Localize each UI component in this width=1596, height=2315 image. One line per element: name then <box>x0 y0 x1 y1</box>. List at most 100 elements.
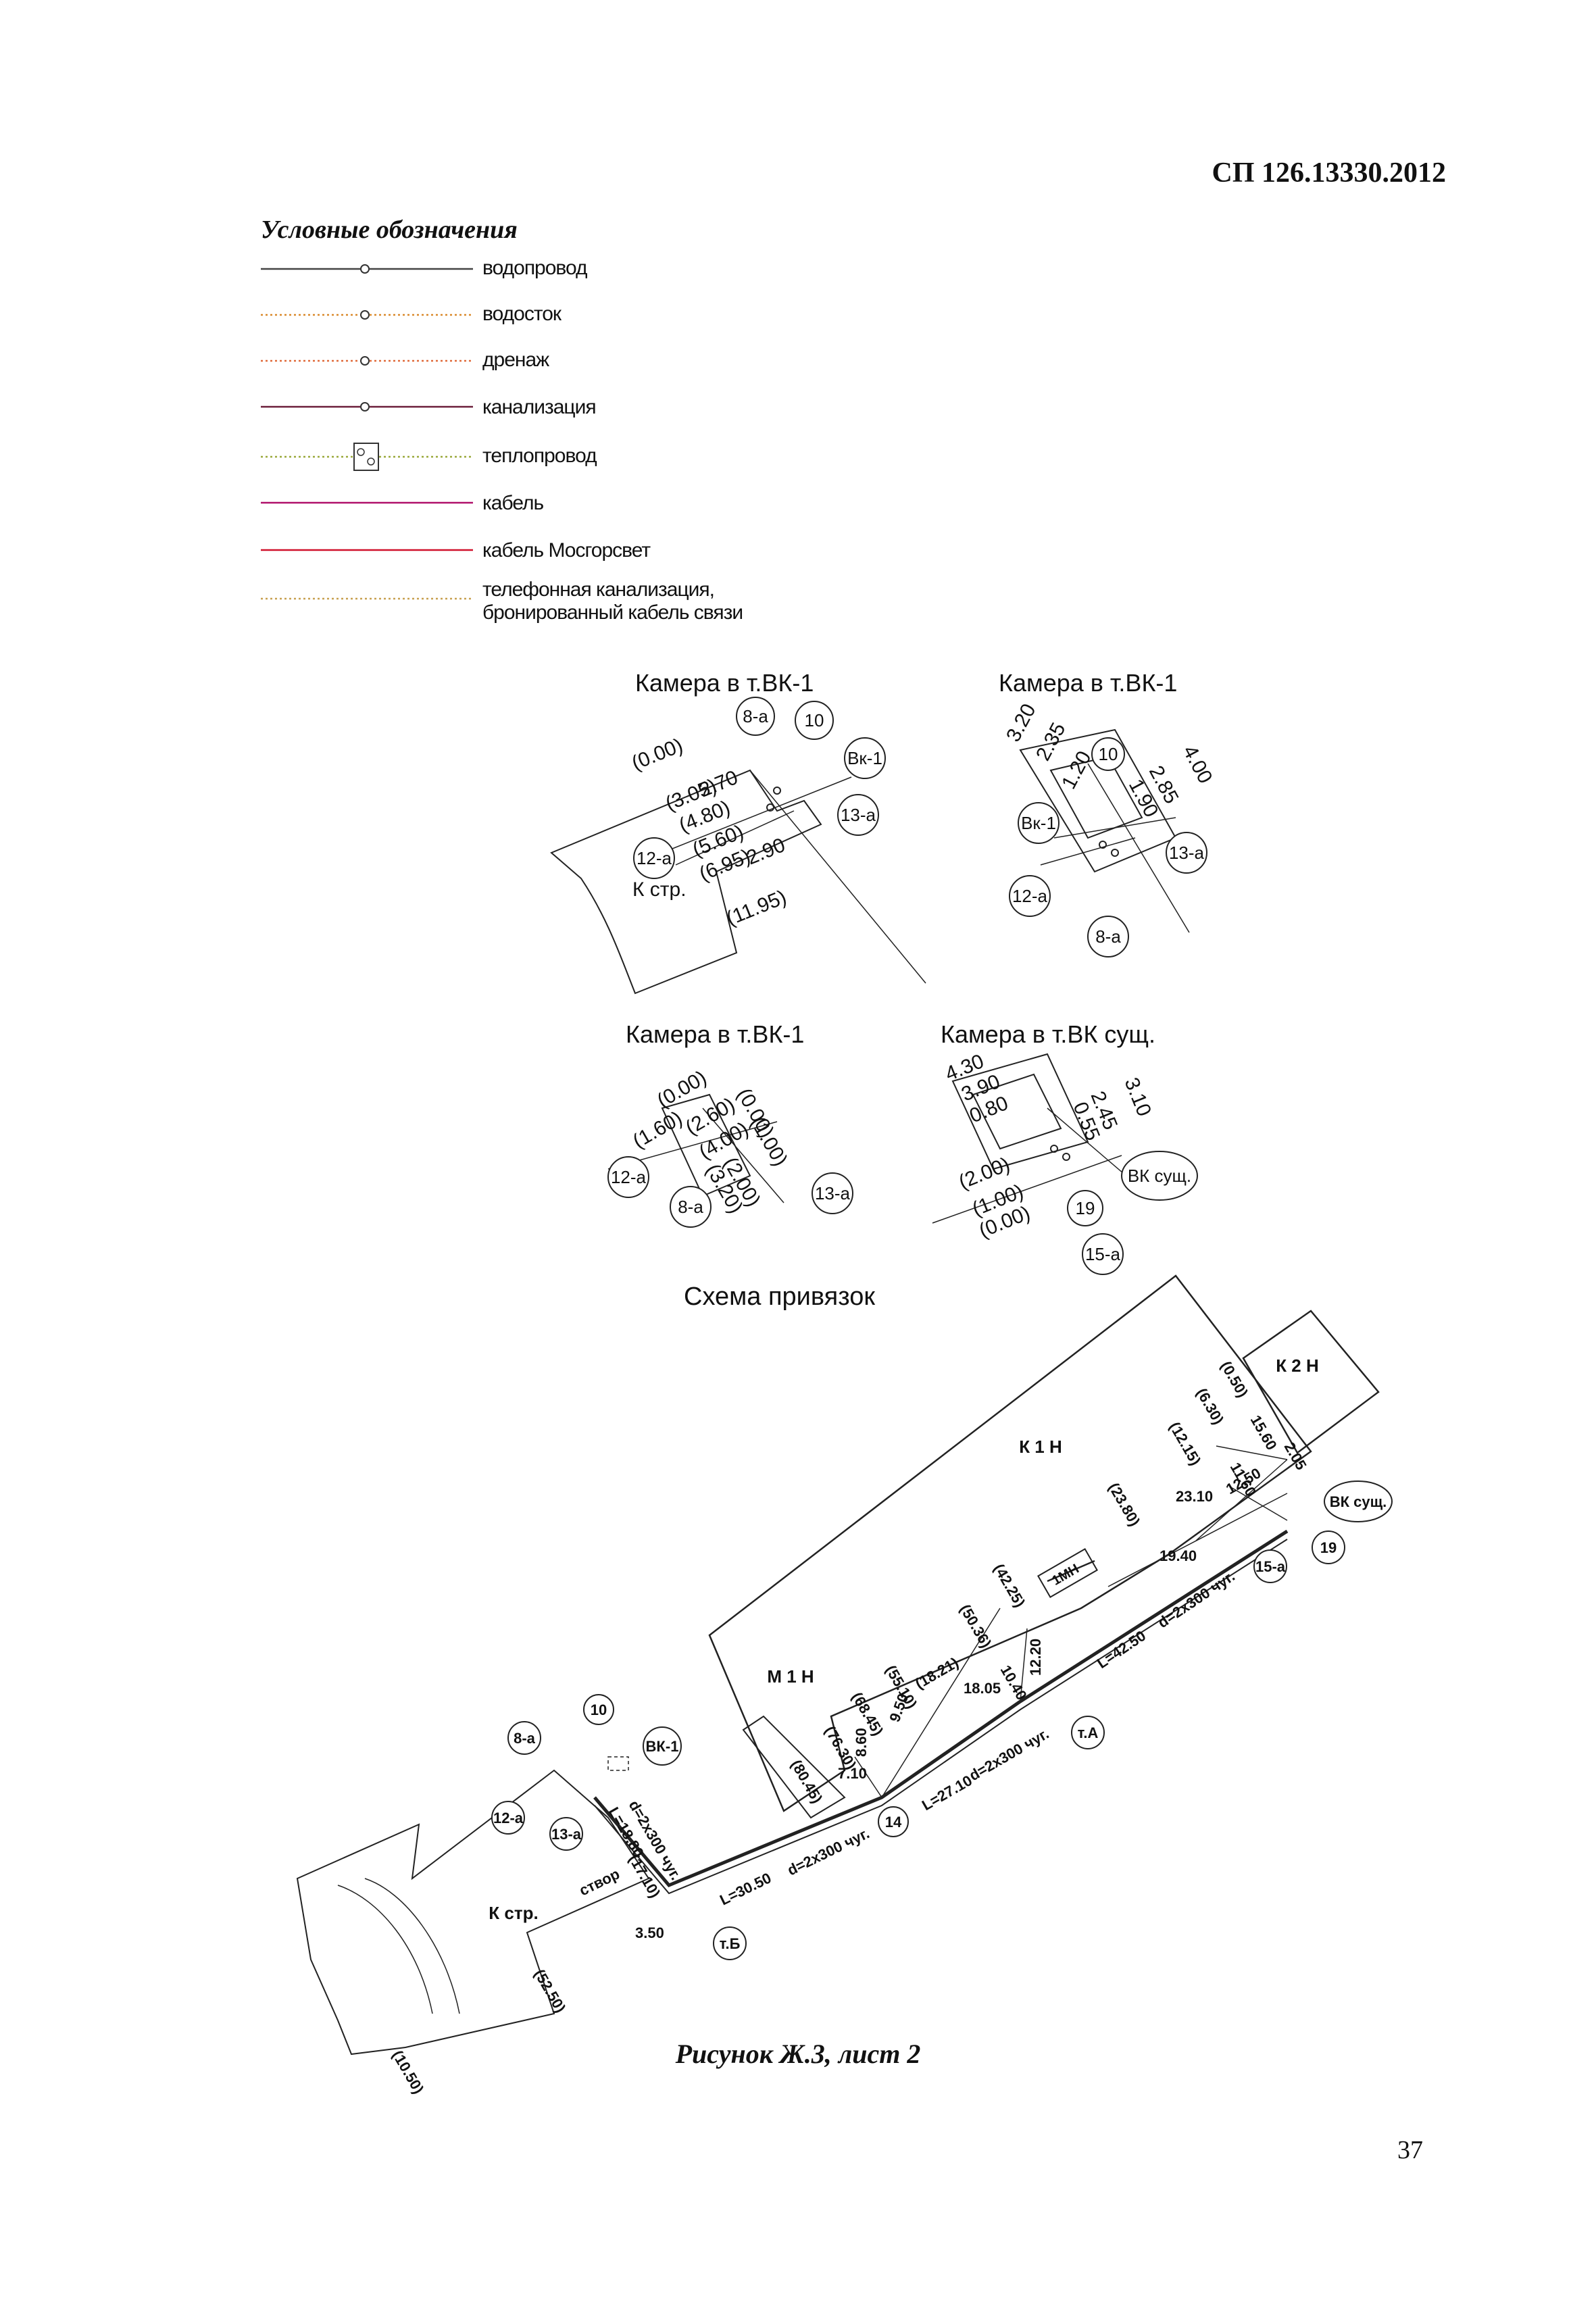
s3-text-0: (0.00) <box>653 1066 710 1112</box>
sketch1-texts: (0.00) (3.05) 2.70 (4.80) (5.60) (6.95) … <box>628 735 789 930</box>
sketch2-drawing <box>1019 728 1190 933</box>
legend-node-circle-1 <box>360 310 370 320</box>
sketch4-markers: ВК сущ. 19 15-а <box>1067 1151 1198 1275</box>
s2-marker-1: Вк-1 <box>1021 813 1056 833</box>
st-v1805: 18.05 <box>964 1680 1001 1697</box>
s3-marker-2: 13-а <box>815 1183 851 1203</box>
sm-marker-tb: т.Б <box>720 1935 741 1952</box>
s2-marker-2: 13-а <box>1169 843 1205 863</box>
sketch3-markers: 12-а 8-а 13-а <box>607 1156 853 1228</box>
page-number: 37 <box>1397 2136 1423 2164</box>
legend-chamber-icon <box>353 443 379 471</box>
s2-marker-4: 8-а <box>1095 926 1121 947</box>
building-k-str <box>296 1769 650 2056</box>
legend-node-circle-2 <box>360 356 370 366</box>
s4-marker-2: 15-а <box>1085 1244 1121 1264</box>
st-v1040: 10.40 <box>997 1662 1030 1703</box>
legend-chamber-pipe-1 <box>367 457 375 466</box>
st-v2310: 23.10 <box>1176 1488 1213 1505</box>
st-v1215: (12.15) <box>1166 1419 1205 1468</box>
legend-node-circle-0 <box>360 264 370 274</box>
s1-text-2: 2.70 <box>696 766 741 801</box>
main-pipe <box>593 1529 1289 1888</box>
sm-marker-12a: 12-а <box>493 1810 524 1826</box>
st-v350: 3.50 <box>635 1924 664 1941</box>
legend-label-sewer: канализация <box>482 396 597 418</box>
sm-marker-14: 14 <box>885 1814 902 1831</box>
st-v1560: 15.60 <box>1247 1412 1280 1453</box>
sm-marker-15a: 15-а <box>1255 1558 1286 1575</box>
s2-text-1: 2.35 <box>1032 719 1070 764</box>
s1-text-0: (0.00) <box>628 735 686 775</box>
legend-label-storm-drain: водосток <box>482 303 562 325</box>
s4-text-5: 3.10 <box>1120 1074 1155 1120</box>
sketch4-title: Камера в т.ВК сущ. <box>941 1020 1156 1048</box>
st-d-14a: d=2х300 чуг. <box>966 1725 1052 1784</box>
legend-label-drainage: дренаж <box>482 349 549 371</box>
building-k2 <box>1242 1310 1380 1454</box>
s1-marker-2: Вк-1 <box>847 748 882 768</box>
st-v2380: (23.80) <box>1105 1480 1144 1529</box>
st-v630: (6.30) <box>1193 1385 1227 1427</box>
st-l-14a: L=27.10 <box>919 1772 975 1814</box>
st-v1821: (18.21) <box>912 1654 962 1693</box>
sm-marker-13a: 13-а <box>551 1826 582 1843</box>
building-label-m1: М 1 Н <box>767 1666 814 1687</box>
legend-node-circle-3 <box>360 402 370 412</box>
st-v860: 8.60 <box>853 1728 870 1757</box>
sketch2-markers: 10 Вк-1 13-а 12-а 8-а <box>1009 737 1207 957</box>
document-code: СП 126.13330.2012 <box>1212 157 1447 189</box>
s2-text-2: 1.20 <box>1057 747 1096 793</box>
legend-label-mosgorsvet-cable: кабель Мосгорсвет <box>482 539 651 562</box>
st-v5250: (52.50) <box>531 1966 570 2016</box>
s2-text-0: 3.20 <box>1002 700 1041 745</box>
legend-label-water-supply: водопровод <box>482 257 588 279</box>
scheme-markers: 10 8-а ВК-1 12-а 13-а 14 т.Б т.А 15-а 19… <box>491 1480 1393 1960</box>
st-v4225: (42.25) <box>991 1561 1029 1610</box>
st-l-b14: L=30.50 <box>717 1869 774 1908</box>
s3-text-1: (1.60) <box>629 1107 686 1153</box>
sketch1-drawing <box>550 769 926 995</box>
legend-label-heat-pipe: теплопровод <box>482 445 597 467</box>
s3-marker-1: 8-а <box>678 1197 703 1217</box>
st-v1940: 19.40 <box>1159 1547 1197 1564</box>
building-label-k1: К 1 Н <box>1019 1437 1062 1457</box>
building-label-k2: К 2 Н <box>1276 1355 1319 1376</box>
building-label-k-str: К стр. <box>489 1903 538 1923</box>
s2-marker-0: 10 <box>1099 744 1118 764</box>
s1-marker-4: 12-а <box>637 848 672 868</box>
building-m1 <box>742 1715 846 1819</box>
s2-marker-3: 12-а <box>1012 886 1048 906</box>
legend-chamber-pipe-0 <box>357 448 365 456</box>
legend-lines <box>261 264 473 600</box>
st-v1220: 12.20 <box>1027 1639 1044 1676</box>
building-k1 <box>708 1274 1312 1812</box>
scheme-title: Схема привязок <box>684 1283 875 1311</box>
sm-marker-vk-exist: ВК сущ. <box>1330 1493 1387 1510</box>
sketch2-title: Камера в т.ВК-1 <box>999 669 1178 697</box>
s1-text-7: (11.95) <box>723 886 789 930</box>
sketch4-texts: 4.30 3.90 0.80 0.55 2.45 3.10 (2.00) (1.… <box>942 1050 1155 1242</box>
sm-marker-19: 19 <box>1320 1539 1337 1556</box>
s1-marker-1: 10 <box>805 710 824 730</box>
sketch3-texts: (0.00) (1.60) (2.60) (4.00) (0.00) (1.00… <box>629 1066 792 1217</box>
sm-marker-bk1: ВК-1 <box>646 1738 679 1755</box>
st-stvor: створ <box>576 1865 622 1899</box>
figure-caption: Рисунок Ж.3, лист 2 <box>675 2039 921 2069</box>
s1-marker-3: 13-а <box>841 805 876 825</box>
legend-label-telephone: телефонная канализация, бронированный ка… <box>482 578 743 624</box>
box-label-1mh: 1МН <box>1049 1562 1082 1589</box>
sketch3-title: Камера в т.ВК-1 <box>626 1020 805 1048</box>
scheme-buildings: К 1 Н К 2 Н М 1 Н К стр. 1МН <box>489 1355 1318 1923</box>
s3-text-5: (1.00) <box>746 1113 792 1170</box>
st-d-avk: d=2х300 чуг. <box>1155 1568 1238 1631</box>
s3-marker-0: 12-а <box>611 1167 647 1187</box>
legend-label-cable: кабель <box>482 492 544 514</box>
st-v710: 7.10 <box>838 1765 867 1782</box>
sm-marker-8a: 8-а <box>514 1730 536 1747</box>
s1-text-6: 2.90 <box>743 834 789 869</box>
s4-marker-1: 19 <box>1076 1198 1095 1218</box>
s2-text-5: 4.00 <box>1178 742 1217 787</box>
s4-marker-0: ВК сущ. <box>1128 1166 1191 1186</box>
